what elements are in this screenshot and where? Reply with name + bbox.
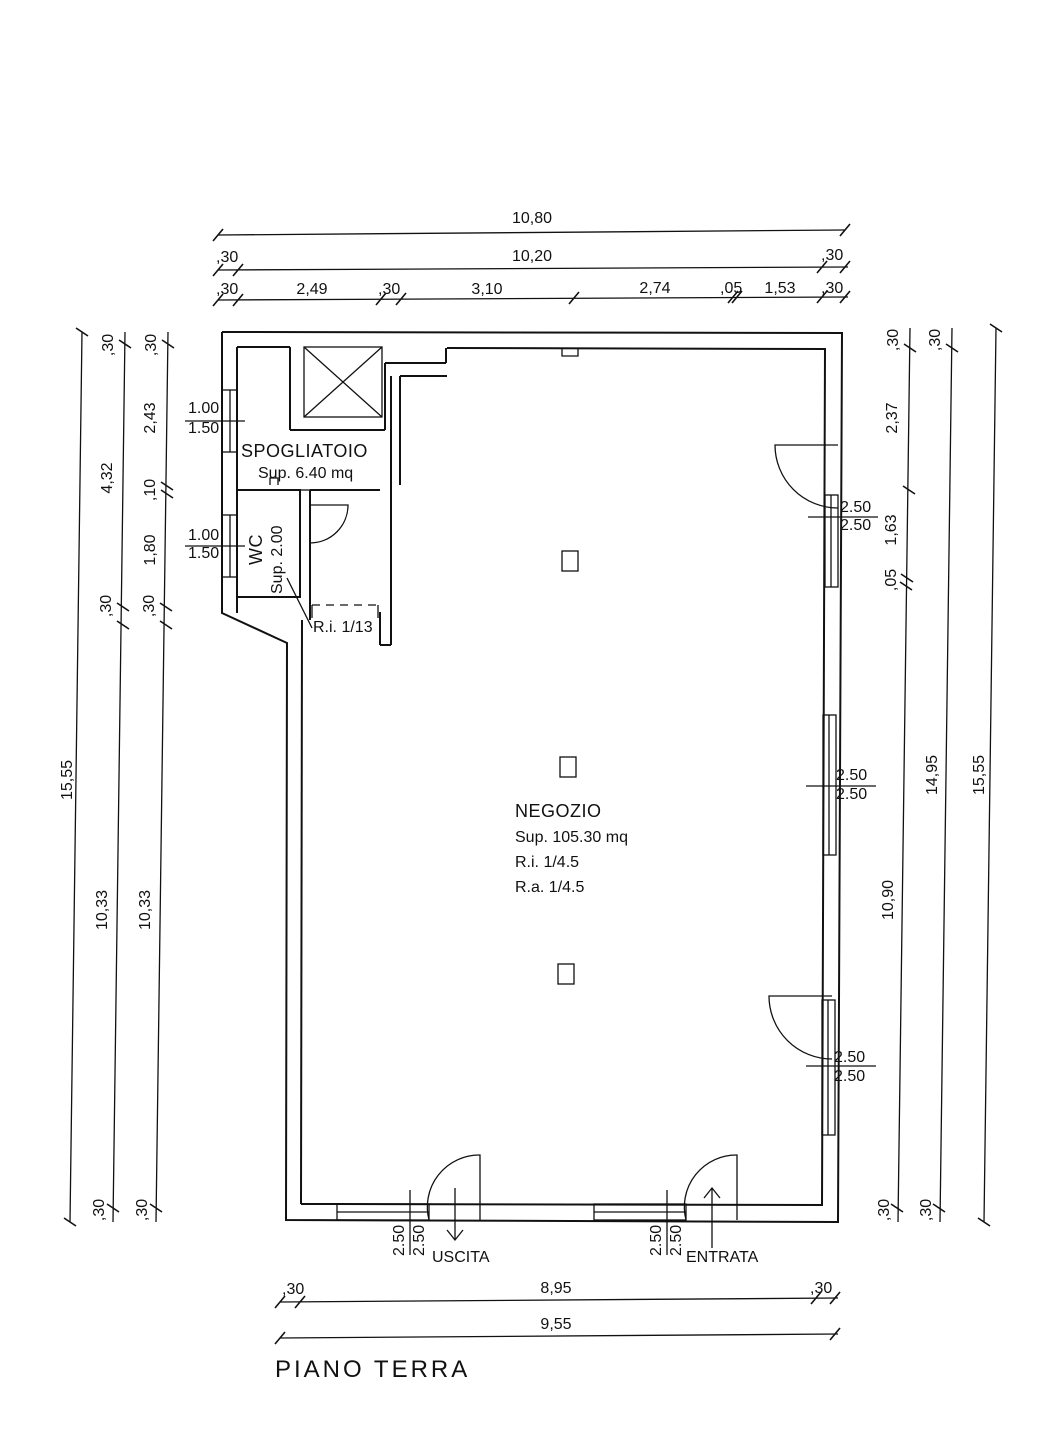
right-dimensions: ,30 2,37 1,63 ,05 10,90 ,30 ,30 14,95 ,3…: [876, 323, 1003, 1227]
dim-top-seg-3: ,30: [378, 281, 400, 298]
doors: [309, 444, 839, 1248]
dim-top-inner-left: ,30: [216, 249, 238, 266]
pillars: [557, 550, 579, 985]
dim-left-b-1: ,30: [143, 334, 160, 356]
dim-top-seg-1: ,30: [216, 281, 238, 298]
window-right-3-bottom: 2.50: [834, 1068, 865, 1085]
exit-label: USCITA: [432, 1249, 490, 1266]
dim-left-a-5: ,30: [91, 1199, 108, 1221]
window-bottom-right-bottom: 2.50: [668, 1225, 685, 1256]
room-labels: SPOGLIATOIO Sup. 6.40 mq WC Sup. 2.00 R.…: [241, 441, 759, 1266]
dim-left-a-3: ,30: [98, 595, 115, 617]
window-right-2-bottom: 2.50: [836, 786, 867, 803]
dim-left-a-2: 4,32: [99, 462, 116, 493]
entrance-door-swing: [683, 1154, 738, 1221]
dim-top-seg-8: ,30: [821, 280, 843, 297]
window-bottom-right-top: 2.50: [648, 1225, 665, 1256]
window-spogliatoio-top: 1.00: [188, 400, 219, 417]
dim-top-inner-middle: 10,20: [512, 248, 552, 265]
dim-right-a-3: 1,63: [883, 514, 900, 545]
dim-right-a-6: ,30: [876, 1199, 893, 1221]
pillar: [557, 963, 575, 985]
window-right-1-top: 2.50: [840, 499, 871, 516]
dim-right-a-1: ,30: [885, 329, 902, 351]
dim-top-overall: 10,80: [512, 210, 552, 227]
wc-door-swing: [309, 504, 349, 544]
dim-left-a-4: 10,33: [94, 890, 111, 930]
window-right-2-top: 2.50: [836, 767, 867, 784]
dim-top-seg-5: 2,74: [639, 280, 670, 297]
dim-right-b-3: ,30: [918, 1199, 935, 1221]
dim-left-b-3: ,10: [142, 479, 159, 501]
dim-left-b-2: 2,43: [142, 402, 159, 433]
door-right-2-swing: [768, 995, 833, 1060]
top-dimensions: 10,80 ,30 10,20 ,30 ,30 2,49 ,30 3,10 2,…: [212, 210, 851, 307]
room-spogliatoio-area: Sup. 6.40 mq: [258, 465, 353, 482]
dim-left-overall: 15,55: [59, 760, 76, 800]
dim-top-seg-6: ,05: [720, 280, 742, 297]
pillar: [561, 550, 579, 572]
entrance-label: ENTRATA: [686, 1249, 759, 1266]
dim-bottom-inner-right: ,30: [810, 1280, 832, 1297]
dim-left-b-4: 1,80: [142, 534, 159, 565]
room-negozio-area: Sup. 105.30 mq: [515, 829, 628, 846]
dim-left-b-5: ,30: [141, 595, 158, 617]
room-wc-name: WC: [246, 534, 266, 565]
exit-door-swing: [426, 1154, 481, 1221]
window-spogliatoio-bottom: 1.50: [188, 420, 219, 437]
pillar: [559, 756, 577, 778]
dim-right-overall: 15,55: [971, 755, 988, 795]
window-right-3-top: 2.50: [834, 1049, 865, 1066]
left-dimensions: 15,55 ,30 4,32 ,30 10,33 ,30 ,30 2,43 ,1…: [59, 327, 175, 1227]
bottom-dimensions: ,30 8,95 ,30 9,55: [274, 1280, 841, 1345]
window-wc-bottom: 1.50: [188, 545, 219, 562]
dim-top-seg-4: 3,10: [471, 281, 502, 298]
dim-left-b-7: ,30: [134, 1199, 151, 1221]
dim-top-seg-7: 1,53: [764, 280, 795, 297]
windows: 1.00 1.50 1.00 1.50 2.50 2.50 2.50 2.50 …: [185, 389, 878, 1256]
door-right-1-swing: [774, 444, 839, 509]
dim-bottom-overall: 9,55: [540, 1316, 571, 1333]
dim-bottom-inner-middle: 8,95: [540, 1280, 571, 1297]
room-wc-area: Sup. 2.00: [269, 525, 286, 594]
dim-right-b-2: 14,95: [924, 755, 941, 795]
room-negozio-ri: R.i. 1/4.5: [515, 854, 579, 871]
room-negozio-name: NEGOZIO: [515, 801, 602, 821]
window-wc-top: 1.00: [188, 527, 219, 544]
dim-right-a-5: 10,90: [880, 880, 897, 920]
dim-top-inner-right: ,30: [821, 247, 843, 264]
window-bottom-left-top: 2.50: [391, 1225, 408, 1256]
room-wc-ri: R.i. 1/13: [313, 619, 373, 636]
dim-top-seg-2: 2,49: [296, 281, 327, 298]
dim-left-b-6: 10,33: [137, 890, 154, 930]
window-right-1-bottom: 2.50: [840, 517, 871, 534]
dim-bottom-inner-left: ,30: [282, 1281, 304, 1298]
room-negozio-ra: R.a. 1/4.5: [515, 879, 584, 896]
dim-left-a-1: ,30: [100, 334, 117, 356]
room-spogliatoio-name: SPOGLIATOIO: [241, 441, 368, 461]
window-bottom-left-bottom: 2.50: [411, 1225, 428, 1256]
dim-right-b-1: ,30: [927, 329, 944, 351]
dim-right-a-2: 2,37: [884, 402, 901, 433]
dim-right-a-4: ,05: [883, 569, 900, 591]
plan-title: PIANO TERRA: [275, 1356, 470, 1383]
